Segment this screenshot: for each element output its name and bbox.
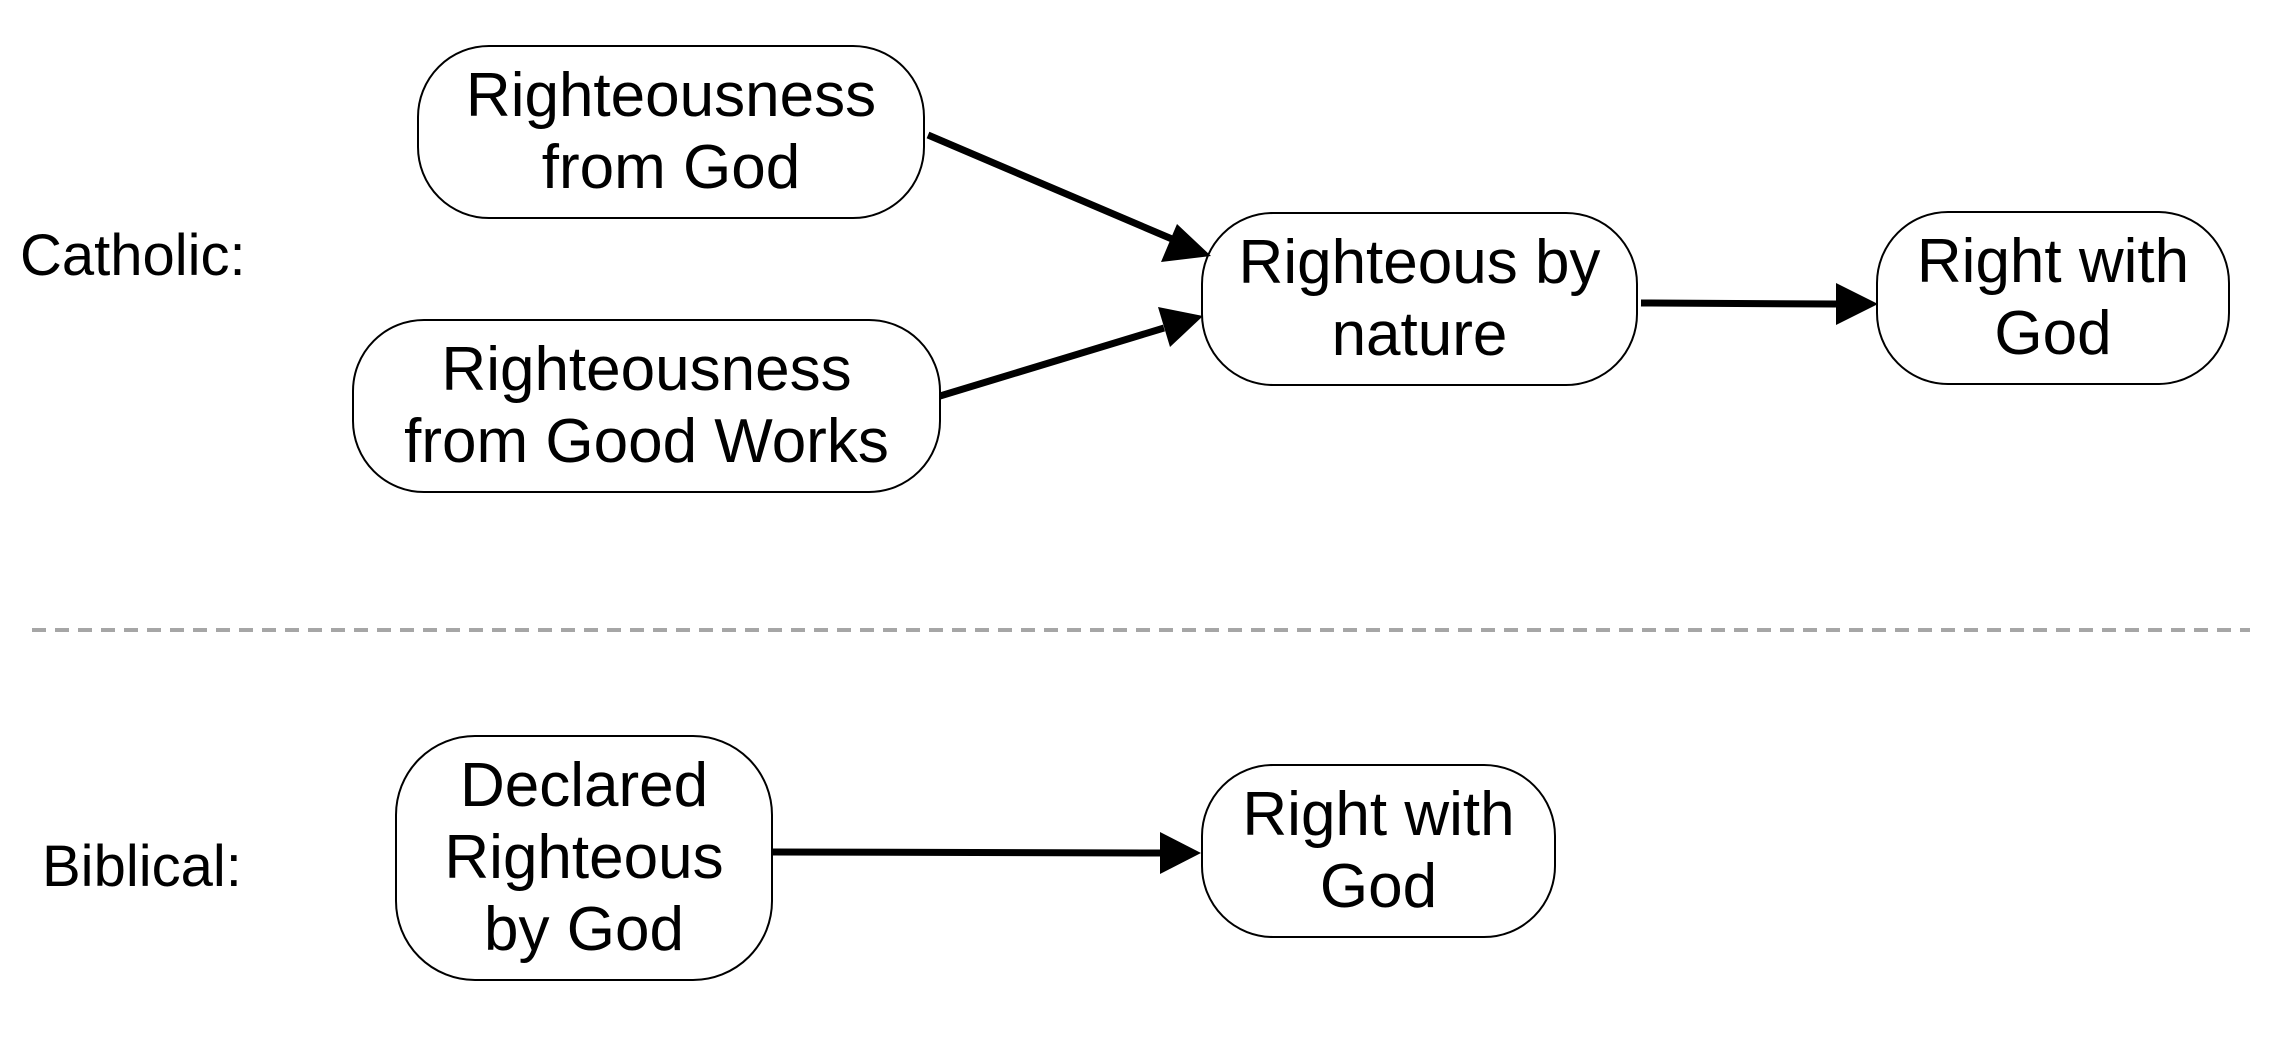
- node-righteous-by-nature: Righteous by nature: [1201, 212, 1638, 386]
- arrow-from-god-to-nature: [926, 131, 1211, 262]
- node-righteousness-from-good-works: Righteousness from Good Works: [352, 319, 941, 493]
- biblical-label: Biblical:: [42, 834, 242, 899]
- arrow-nature-to-right-with-god: [1640, 283, 1878, 325]
- catholic-label: Catholic:: [20, 223, 246, 288]
- node-biblical-right-with-god: Right with God: [1201, 764, 1556, 938]
- node-righteousness-from-god: Righteousness from God: [417, 45, 925, 219]
- arrow-from-works-to-nature: [938, 307, 1203, 400]
- arrow-declared-to-right-with-god: [771, 832, 1201, 874]
- node-catholic-right-with-god: Right with God: [1876, 211, 2230, 385]
- node-declared-righteous-by-god: Declared Righteous by God: [395, 735, 773, 981]
